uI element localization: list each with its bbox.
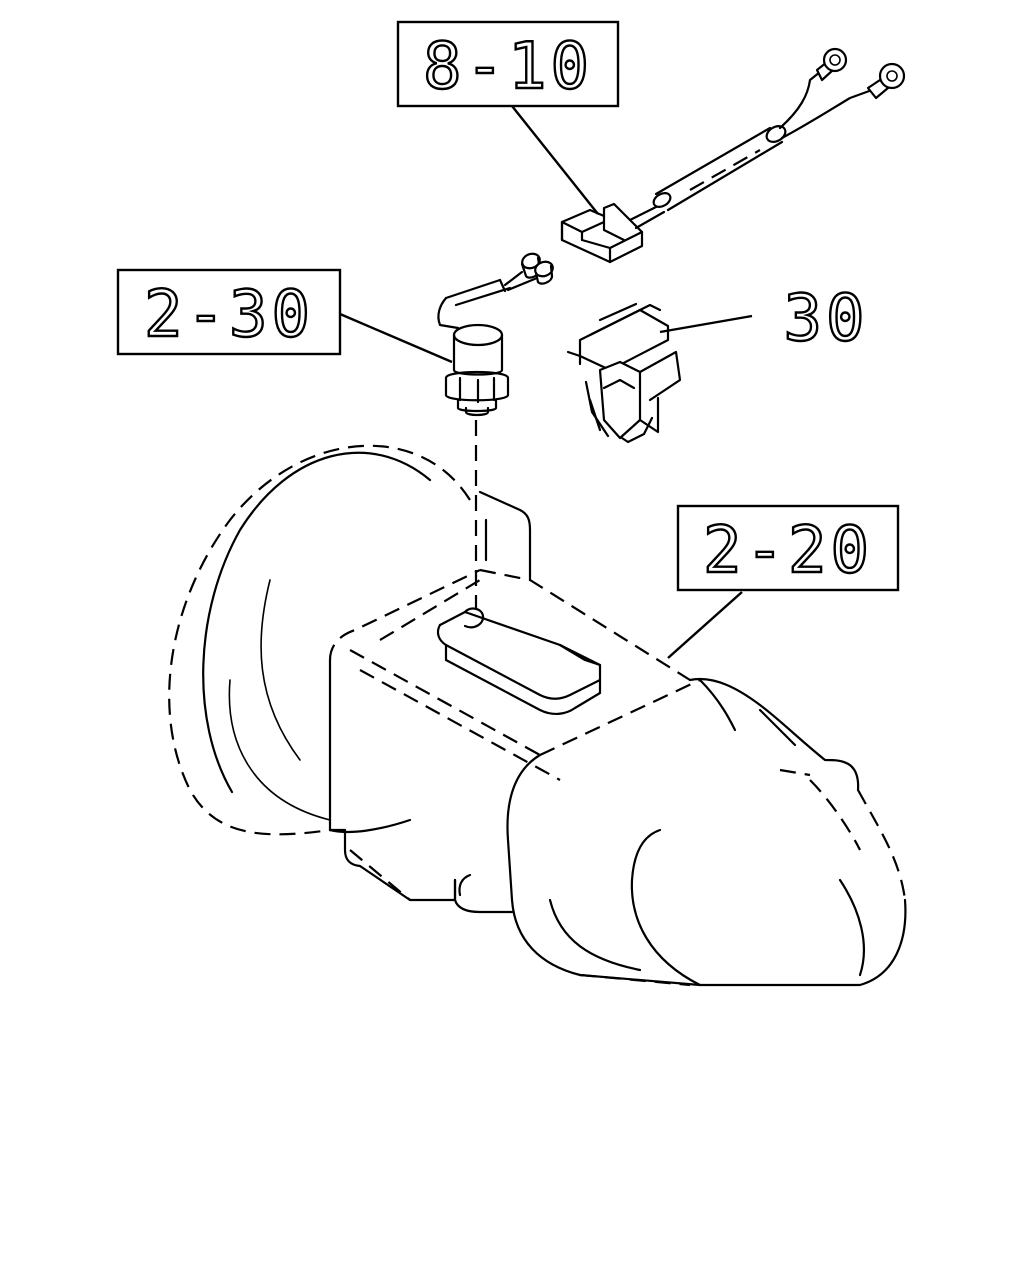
callout-2-20[interactable]: 2-20 bbox=[676, 504, 900, 592]
wire-harness bbox=[560, 47, 906, 264]
leader-2-20 bbox=[667, 591, 743, 659]
callout-30[interactable]: 30 bbox=[782, 281, 868, 357]
harness-clip bbox=[566, 302, 682, 444]
callout-2-20-label: 2-20 bbox=[703, 514, 873, 588]
callout-2-30[interactable]: 2-30 bbox=[116, 268, 342, 356]
leader-8-10 bbox=[511, 105, 599, 215]
callout-30-label: 30 bbox=[783, 282, 868, 356]
callout-2-30-label: 2-30 bbox=[144, 278, 314, 352]
leader-30 bbox=[659, 314, 753, 334]
leader-2-30 bbox=[339, 312, 453, 364]
callout-8-10[interactable]: 8-10 bbox=[396, 20, 620, 108]
pressure-switch bbox=[437, 252, 554, 417]
callout-8-10-label: 8-10 bbox=[423, 30, 593, 104]
transmission-housing bbox=[168, 444, 907, 987]
